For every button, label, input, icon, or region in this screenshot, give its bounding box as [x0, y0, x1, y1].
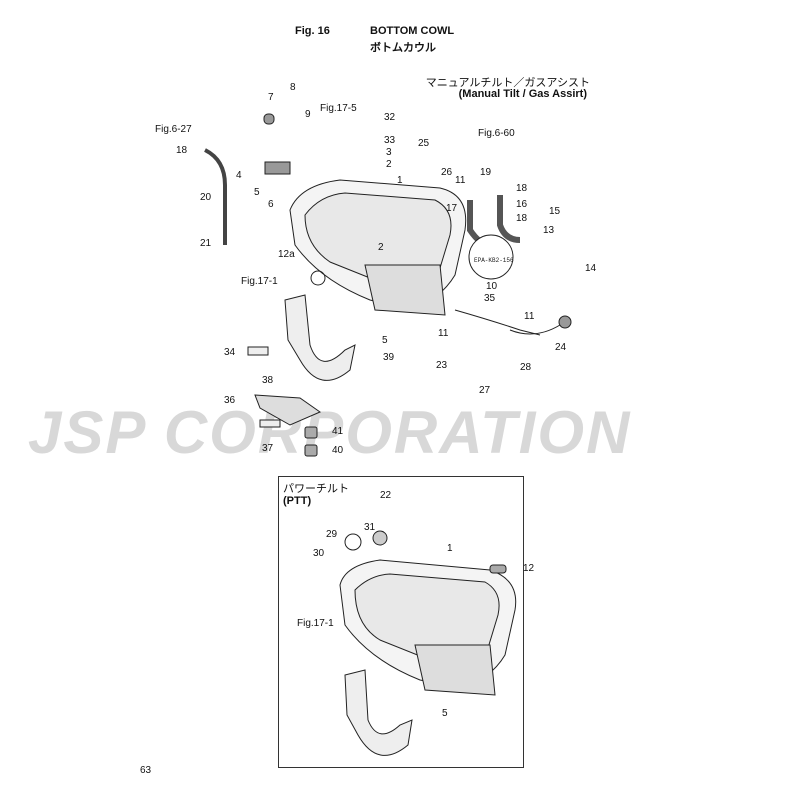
- part-label: 18: [516, 183, 528, 194]
- figure-ref: Fig.6-60: [478, 128, 515, 139]
- part-label: 21: [200, 238, 212, 249]
- part-label: 19: [480, 167, 492, 178]
- part-label: 11: [438, 328, 449, 339]
- part-label: 2: [386, 159, 392, 170]
- part-label: 28: [520, 362, 532, 373]
- part-label: 34: [224, 347, 236, 358]
- part-label: 2: [378, 242, 384, 253]
- manual-tilt-title: (Manual Tilt / Gas Assirt): [458, 88, 587, 100]
- part-label: 6: [268, 199, 274, 210]
- part-label: 35: [484, 293, 496, 304]
- part-label: 14: [585, 263, 597, 274]
- part-label: 5: [382, 335, 388, 346]
- part-label: 5: [254, 187, 260, 198]
- figure-ref: Fig.17-1: [241, 276, 278, 287]
- figure-ref: Fig.17-5: [320, 103, 357, 114]
- part-label: 4: [236, 170, 242, 181]
- ptt-part-label: 31: [364, 522, 376, 533]
- figure-number: Fig. 16: [295, 25, 330, 37]
- cable-27: [454, 309, 541, 336]
- hose-20: [204, 148, 227, 245]
- part-label: 33: [384, 135, 396, 146]
- page-title: BOTTOM COWL: [370, 25, 455, 37]
- part-label: 8: [290, 82, 296, 93]
- part-label: 25: [418, 138, 430, 149]
- ptt-inset: [278, 476, 524, 768]
- figure-ref: Fig.6-27: [155, 124, 192, 135]
- ptt-title: (PTT): [283, 495, 312, 507]
- part-label: 26: [441, 167, 453, 178]
- part-label: 16: [516, 199, 528, 210]
- hose-16: [497, 195, 521, 243]
- part-label: 27: [479, 385, 491, 396]
- manual-tilt-title-jp: マニュアルチルト／ガスアシスト: [425, 77, 590, 89]
- part-label: 18: [176, 145, 188, 156]
- ptt-part-label: 29: [326, 529, 338, 540]
- bracket-36: [254, 394, 322, 426]
- page-title-jp: ボトムカウル: [370, 42, 436, 54]
- handle-bracket: [284, 294, 356, 381]
- ptt-part-label: 12: [523, 563, 535, 574]
- part-label: 3: [386, 147, 392, 158]
- ptt-part-label: 5: [442, 708, 448, 719]
- page-number: 63: [140, 765, 152, 776]
- part-label: 11: [524, 311, 535, 322]
- part-label: 17: [446, 203, 458, 214]
- ptt-figure-ref: Fig.17-1: [297, 618, 334, 629]
- part-label: 39: [383, 352, 395, 363]
- part-label: 37: [262, 443, 274, 454]
- decal-text: EPA-KB2-156: [474, 257, 514, 264]
- watermark: JSP CORPORATION: [28, 399, 632, 466]
- part-label: 18: [516, 213, 528, 224]
- part-label: 20: [200, 192, 212, 203]
- part-label: 36: [224, 395, 236, 406]
- part-label: 15: [549, 206, 561, 217]
- part-label: 24: [555, 342, 567, 353]
- part-label: 7: [268, 92, 274, 103]
- ptt-part-label: 1: [447, 543, 453, 554]
- part-label: 12a: [278, 249, 295, 260]
- ptt-part-label: 22: [380, 490, 392, 501]
- part-label: 1: [397, 175, 403, 186]
- part-label: 11: [455, 175, 466, 186]
- part-label: 23: [436, 360, 448, 371]
- part-label: 38: [262, 375, 274, 386]
- part-label: 41: [332, 426, 344, 437]
- part-label: 9: [305, 109, 311, 120]
- ptt-title-jp: パワーチルト: [283, 483, 349, 495]
- part-label: 32: [384, 112, 396, 123]
- part-label: 40: [332, 445, 344, 456]
- part-label: 10: [486, 281, 498, 292]
- ptt-part-label: 30: [313, 548, 325, 559]
- part-label: 13: [543, 225, 555, 236]
